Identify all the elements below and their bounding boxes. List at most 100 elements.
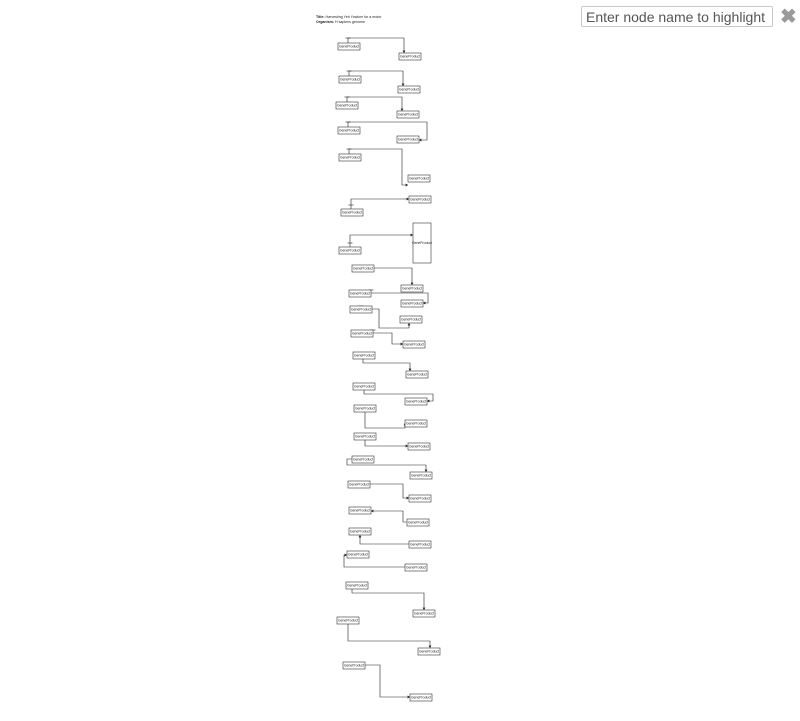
gene-product-node[interactable]: GeneProduct	[408, 494, 432, 503]
node-box	[338, 246, 362, 255]
gene-product-node[interactable]: GeneProduct	[408, 195, 432, 204]
node-label: GeneProduct	[340, 78, 360, 82]
interaction-edge	[347, 37, 405, 53]
arrowhead-icon	[427, 399, 430, 403]
gene-product-node[interactable]: GeneProduct	[342, 661, 366, 670]
node-label: GeneProduct	[408, 521, 428, 525]
gene-product-node[interactable]: GeneProduct	[337, 42, 361, 51]
gene-product-node[interactable]: GeneProduct	[417, 647, 441, 656]
interaction-edge	[347, 624, 431, 648]
arrowhead-icon	[402, 50, 406, 53]
gene-product-node[interactable]: GeneProduct	[351, 455, 375, 464]
gene-product-node[interactable]: GeneProduct	[399, 315, 423, 324]
node-box	[400, 299, 424, 308]
node-box	[397, 85, 421, 94]
gene-product-node[interactable]: GeneProduct	[335, 101, 359, 110]
arrowhead-icon	[422, 607, 426, 610]
gene-product-node[interactable]: GeneProduct	[412, 609, 436, 618]
gene-product-node[interactable]: GeneProduct	[408, 540, 432, 549]
node-label: GeneProduct	[337, 104, 357, 108]
arrowhead-icon	[410, 233, 413, 237]
interaction-edge	[364, 412, 406, 429]
node-label: GeneProduct	[398, 138, 418, 142]
gene-product-node[interactable]: GeneProduct	[349, 305, 373, 314]
node-box	[408, 540, 432, 549]
clear-icon[interactable]: ✖	[780, 6, 797, 28]
search-input[interactable]	[581, 6, 773, 27]
gene-product-node[interactable]: GeneProduct	[402, 340, 426, 349]
gene-product-node[interactable]: GeneProduct	[404, 397, 428, 406]
node-box	[351, 264, 375, 273]
node-label: GeneProduct	[410, 543, 430, 547]
gene-product-node[interactable]: GeneProduct	[409, 471, 433, 480]
gene-product-node[interactable]: GeneProduct	[345, 581, 369, 590]
node-box	[405, 370, 429, 379]
node-box	[408, 195, 432, 204]
node-label: GeneProduct	[353, 267, 373, 271]
interaction-edge	[373, 332, 403, 345]
gene-product-node[interactable]: GeneProduct	[348, 506, 372, 515]
gene-product-node[interactable]: GeneProduct	[338, 75, 362, 84]
gene-product-node[interactable]: GeneProduct	[336, 616, 360, 625]
node-box	[336, 616, 360, 625]
gene-product-node[interactable]: GeneProduct	[350, 329, 374, 338]
gene-product-node[interactable]: GeneProduct	[407, 442, 431, 451]
node-label: GeneProduct	[353, 458, 373, 462]
arrowhead-icon	[424, 469, 428, 472]
gene-product-node[interactable]: GeneProduct	[396, 110, 420, 119]
node-label: GeneProduct	[350, 292, 370, 296]
gene-product-node[interactable]: GeneProduct	[409, 693, 433, 702]
gene-product-node[interactable]: GeneProduct	[406, 518, 430, 527]
gene-product-node[interactable]: GeneProduct	[405, 370, 429, 379]
node-box	[404, 563, 428, 572]
gene-product-node[interactable]: GeneProduct	[397, 85, 421, 94]
node-label: GeneProduct	[347, 584, 367, 588]
gene-product-node[interactable]: GeneProduct	[353, 404, 377, 413]
gene-product-node[interactable]: GeneProduct	[348, 527, 372, 536]
gene-product-node[interactable]: GeneProduct	[352, 351, 376, 360]
node-box	[353, 404, 377, 413]
node-box	[399, 315, 423, 324]
gene-product-node[interactable]: GeneProduct	[340, 208, 364, 217]
arrowhead-icon	[400, 108, 404, 111]
gene-product-node[interactable]: GeneProduct	[412, 222, 432, 264]
arrowhead-icon	[408, 368, 412, 371]
node-label: GeneProduct	[342, 211, 362, 215]
arrowhead-icon	[419, 138, 422, 142]
gene-product-node[interactable]: GeneProduct	[337, 126, 361, 135]
interaction-edge	[363, 390, 434, 402]
node-label: GeneProduct	[344, 664, 364, 668]
gene-product-node[interactable]: GeneProduct	[400, 299, 424, 308]
gene-product-node[interactable]: GeneProduct	[352, 382, 376, 391]
arrowhead-icon	[371, 509, 374, 513]
interaction-edge	[362, 359, 411, 371]
node-box	[338, 75, 362, 84]
node-box	[340, 208, 364, 217]
node-label: GeneProduct	[419, 650, 439, 654]
gene-product-node[interactable]: GeneProduct	[348, 289, 372, 298]
gene-product-node[interactable]: GeneProduct	[398, 52, 422, 61]
gene-product-node[interactable]: GeneProduct	[404, 419, 428, 428]
gene-product-node[interactable]: GeneProduct	[338, 246, 362, 255]
gene-product-node[interactable]: GeneProduct	[347, 480, 371, 489]
node-box	[335, 101, 359, 110]
node-label: GeneProduct	[411, 696, 431, 700]
gene-product-node[interactable]: GeneProduct	[351, 264, 375, 273]
node-label: GeneProduct	[412, 241, 432, 245]
gene-product-node[interactable]: GeneProduct	[407, 174, 431, 183]
gene-product-node[interactable]: GeneProduct	[353, 432, 377, 441]
gene-product-node[interactable]: GeneProduct	[400, 284, 424, 293]
arrowhead-icon	[406, 197, 409, 201]
interaction-edge	[365, 664, 410, 698]
node-box	[412, 609, 436, 618]
interaction-edge	[349, 234, 413, 247]
gene-product-node[interactable]: GeneProduct	[404, 563, 428, 572]
gene-product-node[interactable]: GeneProduct	[396, 135, 420, 144]
node-box	[406, 518, 430, 527]
node-box	[417, 647, 441, 656]
gene-product-node[interactable]: GeneProduct	[338, 153, 362, 162]
interaction-edge	[371, 510, 407, 523]
node-box	[348, 289, 372, 298]
gene-product-node[interactable]: GeneProduct	[346, 550, 370, 559]
